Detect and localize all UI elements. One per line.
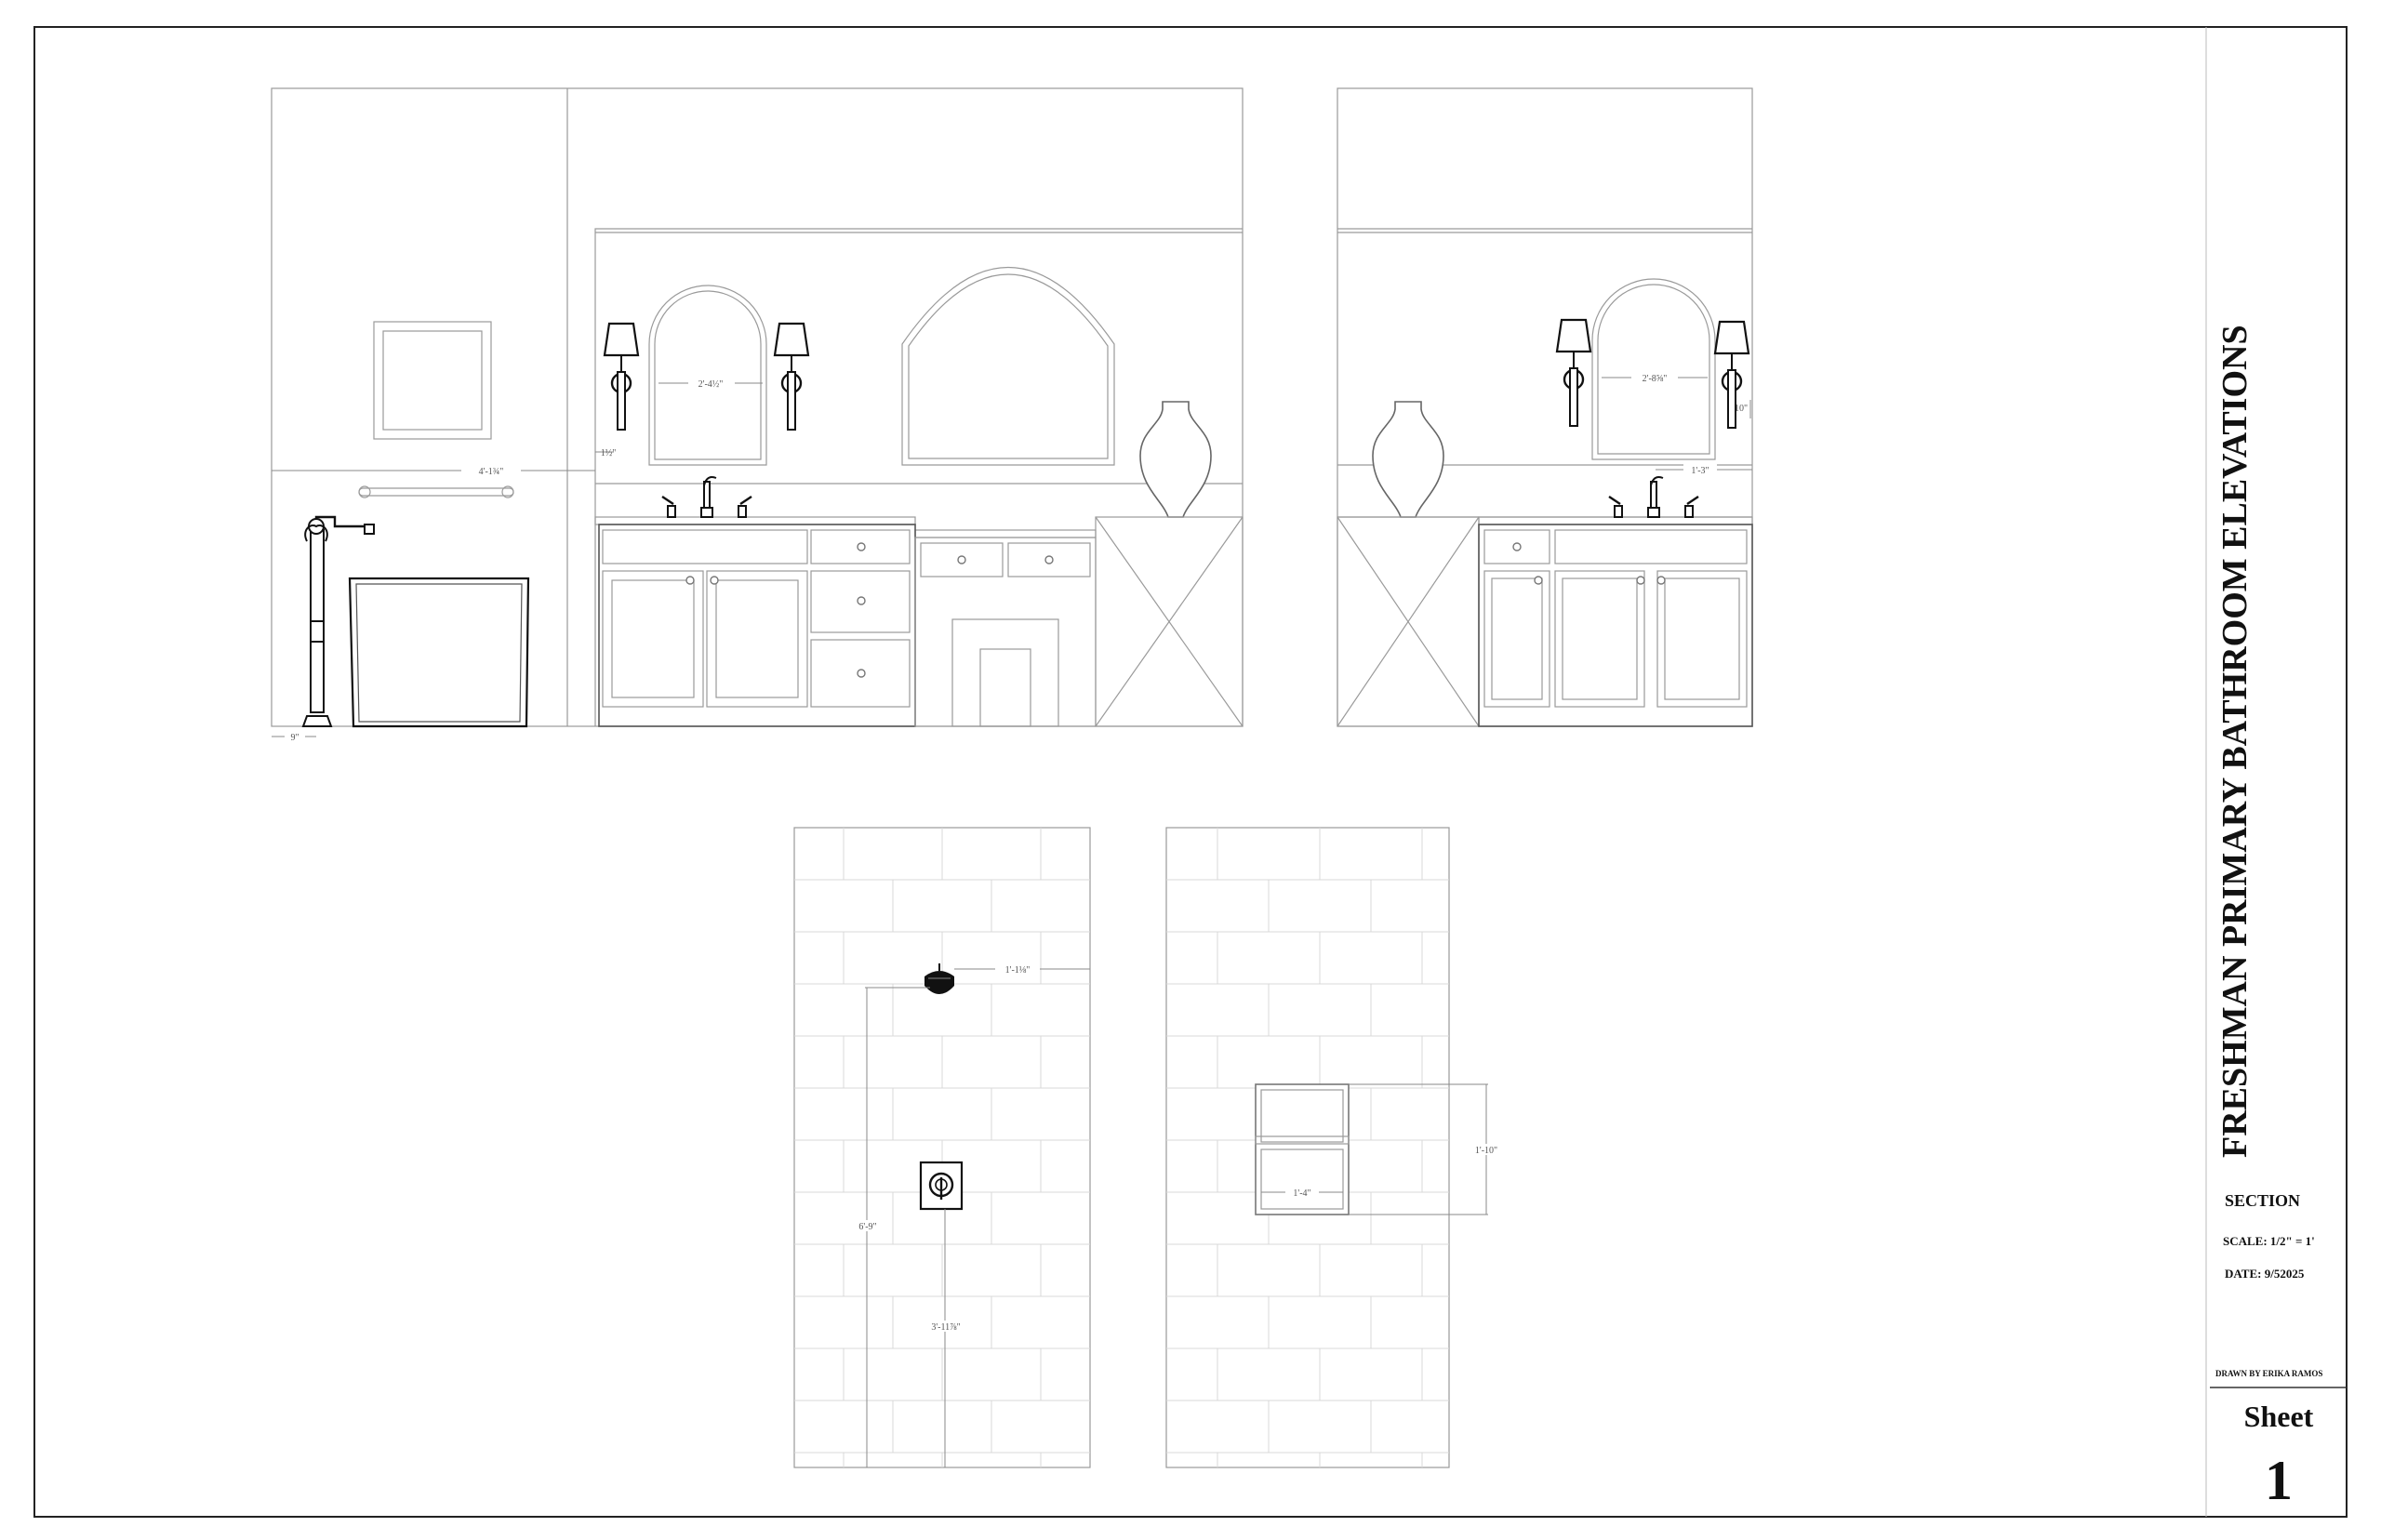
wall-sconce bbox=[1555, 318, 1592, 428]
dim-shower-head-offset: 1'-1⅛" bbox=[1005, 965, 1031, 976]
dim-faucet-offset: 9" bbox=[290, 733, 299, 743]
dim-vanity-height: 1'-3" bbox=[1691, 466, 1709, 476]
makeup-vanity bbox=[914, 537, 1097, 727]
arched-mirror-right bbox=[1591, 278, 1716, 460]
sheet-label: Sheet bbox=[2244, 1400, 2314, 1433]
shower-valve bbox=[919, 1161, 964, 1211]
project-title: FRESHMAN PRIMARY BATHROOM ELEVATIONS bbox=[2215, 325, 2255, 1158]
elevation-shower-niche: 1'-10" 1'-4" bbox=[1165, 827, 1505, 1468]
date-label: DATE: 9/52025 bbox=[2225, 1267, 2305, 1281]
arched-mirror-left bbox=[648, 285, 767, 466]
section-label: SECTION bbox=[2225, 1191, 2300, 1210]
wall-sconce bbox=[603, 322, 640, 431]
dim-shower-head-height: 6'-9" bbox=[858, 1222, 876, 1232]
arched-mirror-large bbox=[901, 267, 1115, 466]
dim-valve-height: 3'-11⅞" bbox=[931, 1322, 960, 1333]
grab-bar bbox=[358, 485, 514, 498]
decor-vase bbox=[1372, 401, 1444, 518]
vanity-faucet bbox=[1607, 475, 1700, 519]
dim-sconce-offset: 1½" bbox=[601, 448, 617, 458]
shower-niche bbox=[1255, 1083, 1350, 1215]
dim-sconce-height: 10" bbox=[1735, 404, 1748, 414]
wall-sconce bbox=[773, 322, 810, 431]
title-block: FRESHMAN PRIMARY BATHROOM ELEVATIONS SEC… bbox=[2210, 325, 2347, 1511]
elevation-right-vanity: 2'-8⅝" 10" 1'-3" bbox=[1337, 87, 1753, 727]
dim-mirror-left-width: 2'-4½" bbox=[698, 379, 724, 390]
elevation-shower-valve: 1'-1⅛" 6'-9" 3'-11⅞" bbox=[793, 827, 1091, 1468]
framed-art bbox=[373, 321, 492, 440]
drawn-by: DRAWN BY ERIKA RAMOS bbox=[2215, 1369, 2322, 1378]
vanity-cabinet bbox=[1478, 524, 1753, 727]
dim-grab-bar: 4'-1¾" bbox=[479, 467, 504, 477]
freestanding-tub bbox=[348, 577, 530, 728]
sheet-number: 1 bbox=[2265, 1450, 2293, 1511]
dim-mirror-right-width: 2'-8⅝" bbox=[1643, 374, 1668, 384]
vanity-cabinet bbox=[598, 524, 916, 727]
open-shelf-cabinet bbox=[1095, 516, 1244, 727]
elevation-tub-vanity: 4'-1¾" 2'-4½" 1½" 9" bbox=[271, 87, 1244, 743]
decor-vase bbox=[1139, 401, 1212, 518]
dim-niche-height: 1'-10" bbox=[1475, 1146, 1497, 1156]
open-shelf-cabinet bbox=[1337, 516, 1480, 727]
sheet-border bbox=[33, 26, 2348, 1518]
shower-head bbox=[924, 963, 954, 994]
dim-niche-width: 1'-4" bbox=[1293, 1188, 1310, 1199]
scale-label: SCALE: 1/2" = 1' bbox=[2223, 1234, 2315, 1248]
tub-filler bbox=[301, 515, 375, 727]
